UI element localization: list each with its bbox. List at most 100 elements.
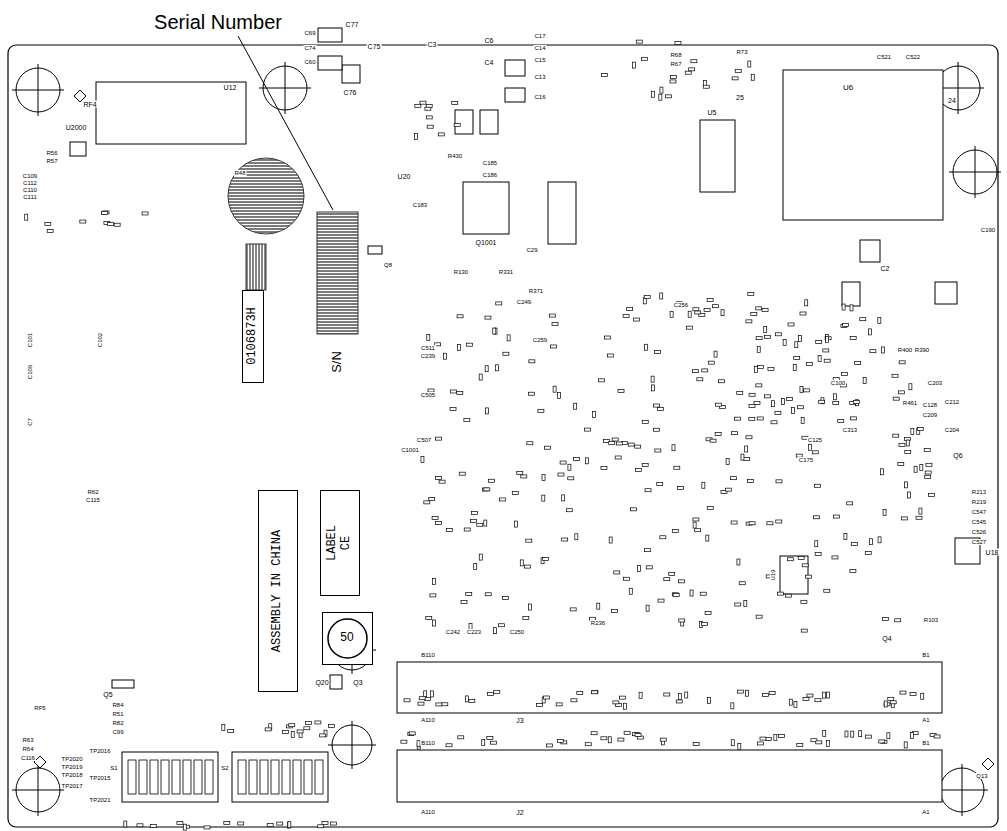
smd-pad <box>776 520 782 523</box>
designator-label: C77 <box>345 21 360 28</box>
smd-pad <box>716 403 722 406</box>
smd-pad <box>635 445 641 448</box>
smd-pad <box>644 295 650 298</box>
smd-pad <box>288 822 291 828</box>
smd-pad <box>749 417 755 420</box>
smd-pad <box>592 690 598 693</box>
smd-pad <box>670 80 676 83</box>
smd-pad <box>499 624 505 627</box>
smd-pad <box>715 433 721 436</box>
smd-pad <box>789 699 792 705</box>
designator-label: R236 <box>590 620 606 626</box>
designator-label: Q8 <box>383 262 393 268</box>
smd-pad <box>318 825 324 828</box>
smd-pad <box>404 699 410 702</box>
smd-pad <box>815 541 818 547</box>
smd-pad <box>899 361 905 364</box>
smd-pad <box>847 502 853 505</box>
smd-pad <box>560 461 566 464</box>
smd-pad <box>482 739 485 745</box>
smd-pad <box>570 608 576 611</box>
smd-pad <box>707 697 710 703</box>
smd-pad <box>315 721 321 724</box>
designator-label: A110 <box>420 809 436 815</box>
smd-pad <box>142 212 148 215</box>
smd-pad <box>401 740 407 743</box>
smd-pad <box>485 408 488 414</box>
smd-pad <box>485 316 491 319</box>
switch-keys <box>128 760 323 794</box>
designator-label: R56 <box>45 150 58 156</box>
smd-pad <box>919 508 922 514</box>
designator-label: U6 <box>842 84 854 92</box>
smd-pad <box>507 335 510 341</box>
smd-pad <box>685 692 688 698</box>
smd-pad <box>731 740 734 746</box>
smd-pad <box>893 397 899 400</box>
designator-label: R82 <box>111 720 124 726</box>
smd-pad <box>80 220 86 223</box>
smd-pad <box>665 95 671 98</box>
designator-label: R219 <box>971 499 987 505</box>
smd-pad <box>322 822 328 825</box>
designator-label: C109 <box>22 173 38 179</box>
smd-pad <box>748 293 754 296</box>
smd-pad <box>909 384 912 390</box>
smd-pad <box>802 564 808 567</box>
designator-label: C511 <box>420 345 436 351</box>
hatched-pad <box>246 244 266 290</box>
smd-pad <box>642 463 648 466</box>
smd-pad <box>426 116 432 119</box>
smd-pad <box>787 398 793 401</box>
smd-pad <box>601 737 607 740</box>
designator-label: R390 <box>914 347 930 353</box>
smd-pad <box>764 326 767 332</box>
smd-pad <box>924 449 930 452</box>
smd-pad <box>756 307 762 310</box>
smd-pad <box>851 417 857 420</box>
smd-pad <box>651 376 654 382</box>
smd-pad <box>517 471 523 474</box>
smd-pad <box>553 386 556 392</box>
smd-pad <box>748 480 754 483</box>
smd-pad <box>726 459 729 465</box>
smd-pad <box>798 406 804 409</box>
smd-pad <box>623 314 629 317</box>
designator-label: TP2021 <box>88 797 111 803</box>
designator-label: C125 <box>807 437 823 443</box>
smd-pad <box>808 444 811 450</box>
designator-label: R103 <box>923 617 939 623</box>
smd-pad <box>431 691 434 697</box>
switch-key <box>161 760 169 794</box>
smd-pad <box>844 533 847 539</box>
smd-pad <box>523 616 529 619</box>
mounting-holes <box>12 62 1001 816</box>
smd-pad <box>461 600 467 603</box>
designator-label: U20 <box>397 173 412 180</box>
smd-pad <box>756 384 762 387</box>
smd-pad <box>502 596 508 599</box>
designator-label: C116 <box>20 755 36 761</box>
designator-label: A1 <box>921 717 930 723</box>
smd-pad <box>479 374 482 380</box>
smd-pad <box>291 731 294 737</box>
smd-pad <box>771 401 774 407</box>
smd-pad <box>520 560 523 566</box>
smd-pad <box>697 378 703 381</box>
smd-pad <box>114 223 120 226</box>
smd-pad <box>591 691 597 694</box>
smd-pad <box>685 71 691 74</box>
designator-label: C250 <box>509 629 525 635</box>
designator-label: C102 <box>97 332 103 348</box>
designator-label: R400 <box>897 347 913 353</box>
smd-pad <box>458 736 464 739</box>
smd-pad <box>774 735 777 741</box>
smd-pad <box>908 492 911 498</box>
smd-pad <box>676 700 682 703</box>
smd-pad <box>797 744 803 747</box>
smd-pad <box>418 702 424 705</box>
smd-pad <box>764 335 770 338</box>
smd-pad <box>870 350 876 353</box>
